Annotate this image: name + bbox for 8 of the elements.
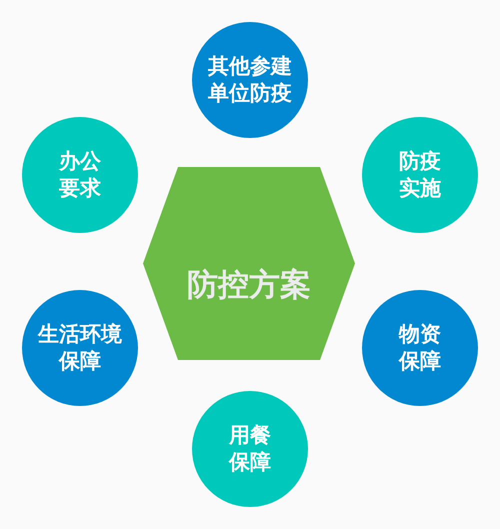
node-label: 物资保障 xyxy=(399,321,441,375)
node-label: 防疫实施 xyxy=(399,148,441,202)
node-label: 办公要求 xyxy=(59,148,101,202)
node-label: 防控方案 xyxy=(186,266,312,304)
node-label: 其他参建单位防疫 xyxy=(208,53,292,107)
node-label: 用餐保障 xyxy=(229,422,271,476)
hexagon-node xyxy=(143,167,355,360)
node-label: 生活环境保障 xyxy=(38,321,122,375)
